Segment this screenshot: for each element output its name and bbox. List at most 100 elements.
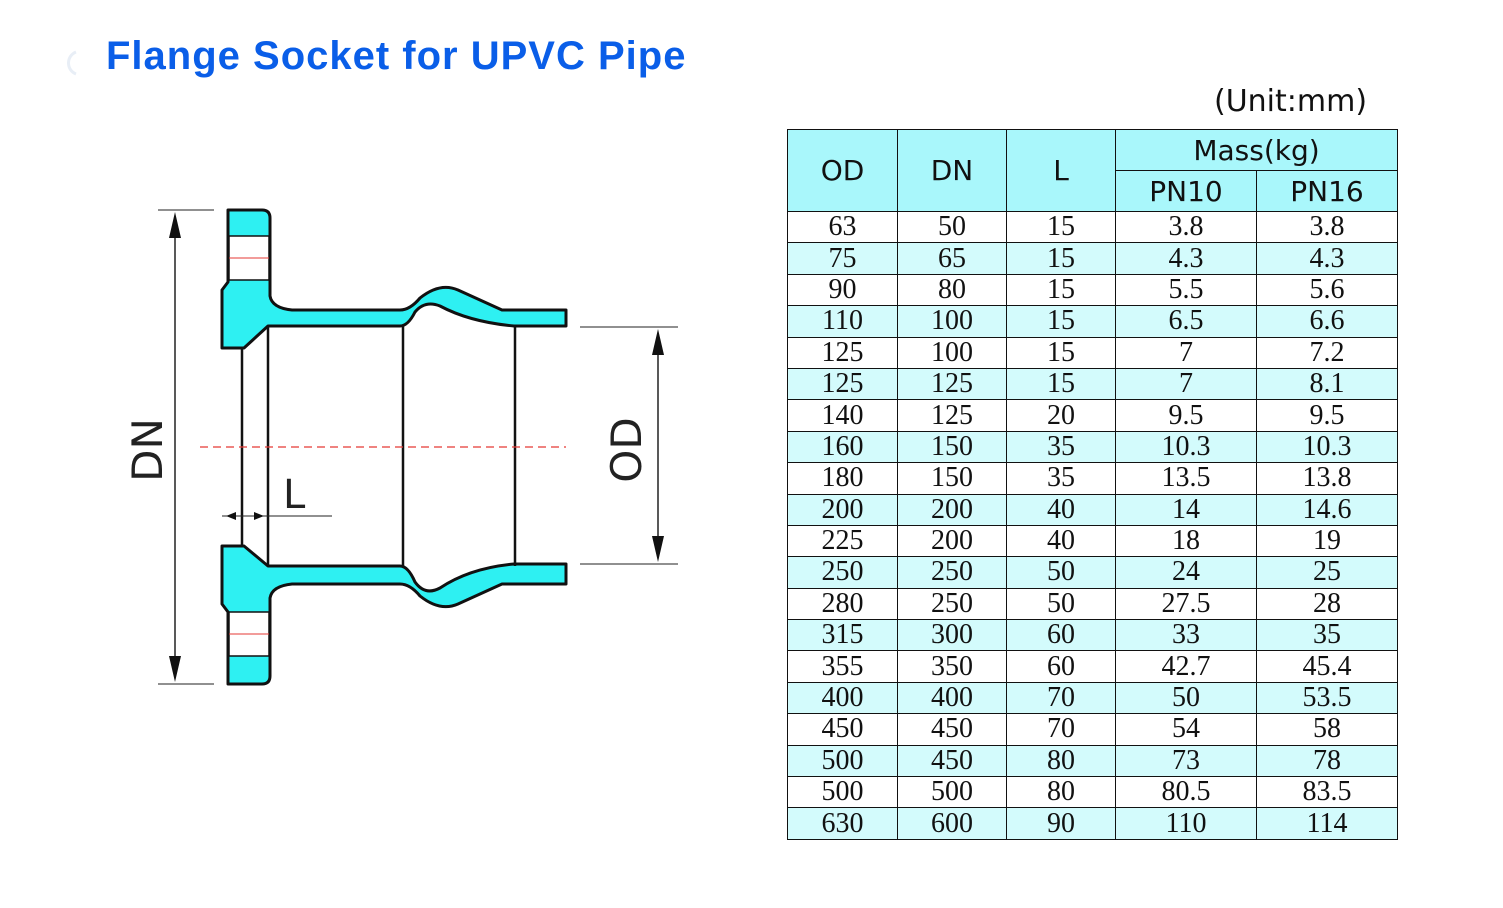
- cell-dn: 300: [897, 619, 1007, 652]
- cell-dn: 450: [897, 713, 1007, 746]
- cell-dn: 500: [897, 776, 1007, 809]
- cell-l: 40: [1006, 493, 1116, 526]
- cell-od: 140: [787, 399, 898, 432]
- cell-pn10: 18: [1115, 524, 1257, 558]
- cell-od: 200: [787, 493, 898, 526]
- cell-od: 125: [787, 336, 898, 369]
- cell-dn: 125: [897, 399, 1007, 432]
- cell-l: 15: [1006, 305, 1116, 338]
- cell-pn10: 6.5: [1115, 305, 1257, 338]
- cell-pn10: 42.7: [1115, 650, 1257, 683]
- cell-pn16: 7.2: [1255, 336, 1399, 369]
- cell-pn10: 80.5: [1115, 776, 1257, 809]
- cell-pn10: 5.5: [1115, 273, 1257, 307]
- cell-l: 40: [1006, 524, 1116, 558]
- cell-l: 80: [1006, 744, 1116, 778]
- cell-l: 50: [1006, 556, 1116, 589]
- cell-dn: 65: [897, 242, 1007, 275]
- cell-dn: 250: [897, 556, 1007, 589]
- cell-pn10: 110: [1115, 807, 1257, 840]
- cell-l: 35: [1006, 430, 1116, 464]
- cell-pn16: 6.6: [1255, 305, 1399, 338]
- cell-pn16: 83.5: [1255, 776, 1399, 809]
- cell-pn16: 8.1: [1255, 367, 1399, 401]
- cell-dn: 400: [897, 681, 1007, 715]
- cell-dn: 200: [897, 493, 1007, 526]
- cell-od: 250: [787, 556, 898, 589]
- cell-dn: 250: [897, 587, 1007, 621]
- cell-l: 60: [1006, 619, 1116, 652]
- header-od: OD: [787, 129, 898, 212]
- cell-pn10: 10.3: [1115, 430, 1257, 464]
- cell-dn: 100: [897, 336, 1007, 369]
- cell-pn10: 54: [1115, 713, 1257, 746]
- cell-pn16: 114: [1255, 807, 1399, 840]
- header-pn10: PN10: [1115, 170, 1257, 212]
- cell-od: 500: [787, 744, 898, 778]
- cell-dn: 350: [897, 650, 1007, 683]
- page-title: Flange Socket for UPVC Pipe: [106, 34, 687, 78]
- cell-od: 630: [787, 807, 898, 840]
- unit-label: (Unit:mm): [1214, 84, 1368, 119]
- od-label: OD: [602, 417, 651, 482]
- cell-dn: 150: [897, 462, 1007, 495]
- cell-pn10: 50: [1115, 681, 1257, 715]
- cell-l: 15: [1006, 242, 1116, 275]
- cell-od: 315: [787, 619, 898, 652]
- flange-body-top: [220, 208, 568, 350]
- cell-pn16: 35: [1255, 619, 1399, 652]
- cell-l: 60: [1006, 650, 1116, 683]
- cell-l: 15: [1006, 336, 1116, 369]
- l-arrow-left: [226, 512, 236, 520]
- cell-pn10: 33: [1115, 619, 1257, 652]
- cell-pn10: 9.5: [1115, 399, 1257, 432]
- cell-pn16: 45.4: [1255, 650, 1399, 683]
- cell-pn10: 13.5: [1115, 462, 1257, 495]
- cell-dn: 80: [897, 273, 1007, 307]
- cell-pn16: 58: [1255, 713, 1399, 746]
- cell-pn16: 19: [1255, 524, 1399, 558]
- cell-od: 500: [787, 776, 898, 809]
- cell-l: 80: [1006, 776, 1116, 809]
- cell-pn10: 3.8: [1115, 210, 1257, 244]
- cell-od: 160: [787, 430, 898, 464]
- l-arrow-right: [254, 512, 264, 520]
- cell-l: 20: [1006, 399, 1116, 432]
- cell-l: 90: [1006, 807, 1116, 840]
- cell-od: 180: [787, 462, 898, 495]
- od-arrow-bottom: [652, 536, 664, 562]
- cell-pn10: 7: [1115, 336, 1257, 369]
- l-label: L: [283, 472, 306, 518]
- cell-l: 15: [1006, 367, 1116, 401]
- dn-label: DN: [123, 418, 172, 482]
- cell-l: 50: [1006, 587, 1116, 621]
- cell-pn16: 25: [1255, 556, 1399, 589]
- cell-od: 450: [787, 713, 898, 746]
- cell-dn: 150: [897, 430, 1007, 464]
- cell-pn10: 24: [1115, 556, 1257, 589]
- od-arrow-top: [652, 329, 664, 355]
- cell-pn10: 27.5: [1115, 587, 1257, 621]
- cell-pn16: 9.5: [1255, 399, 1399, 432]
- cell-pn16: 78: [1255, 744, 1399, 778]
- header-dn: DN: [897, 129, 1007, 212]
- cell-od: 355: [787, 650, 898, 683]
- cell-od: 63: [787, 210, 898, 244]
- cell-pn16: 5.6: [1255, 273, 1399, 307]
